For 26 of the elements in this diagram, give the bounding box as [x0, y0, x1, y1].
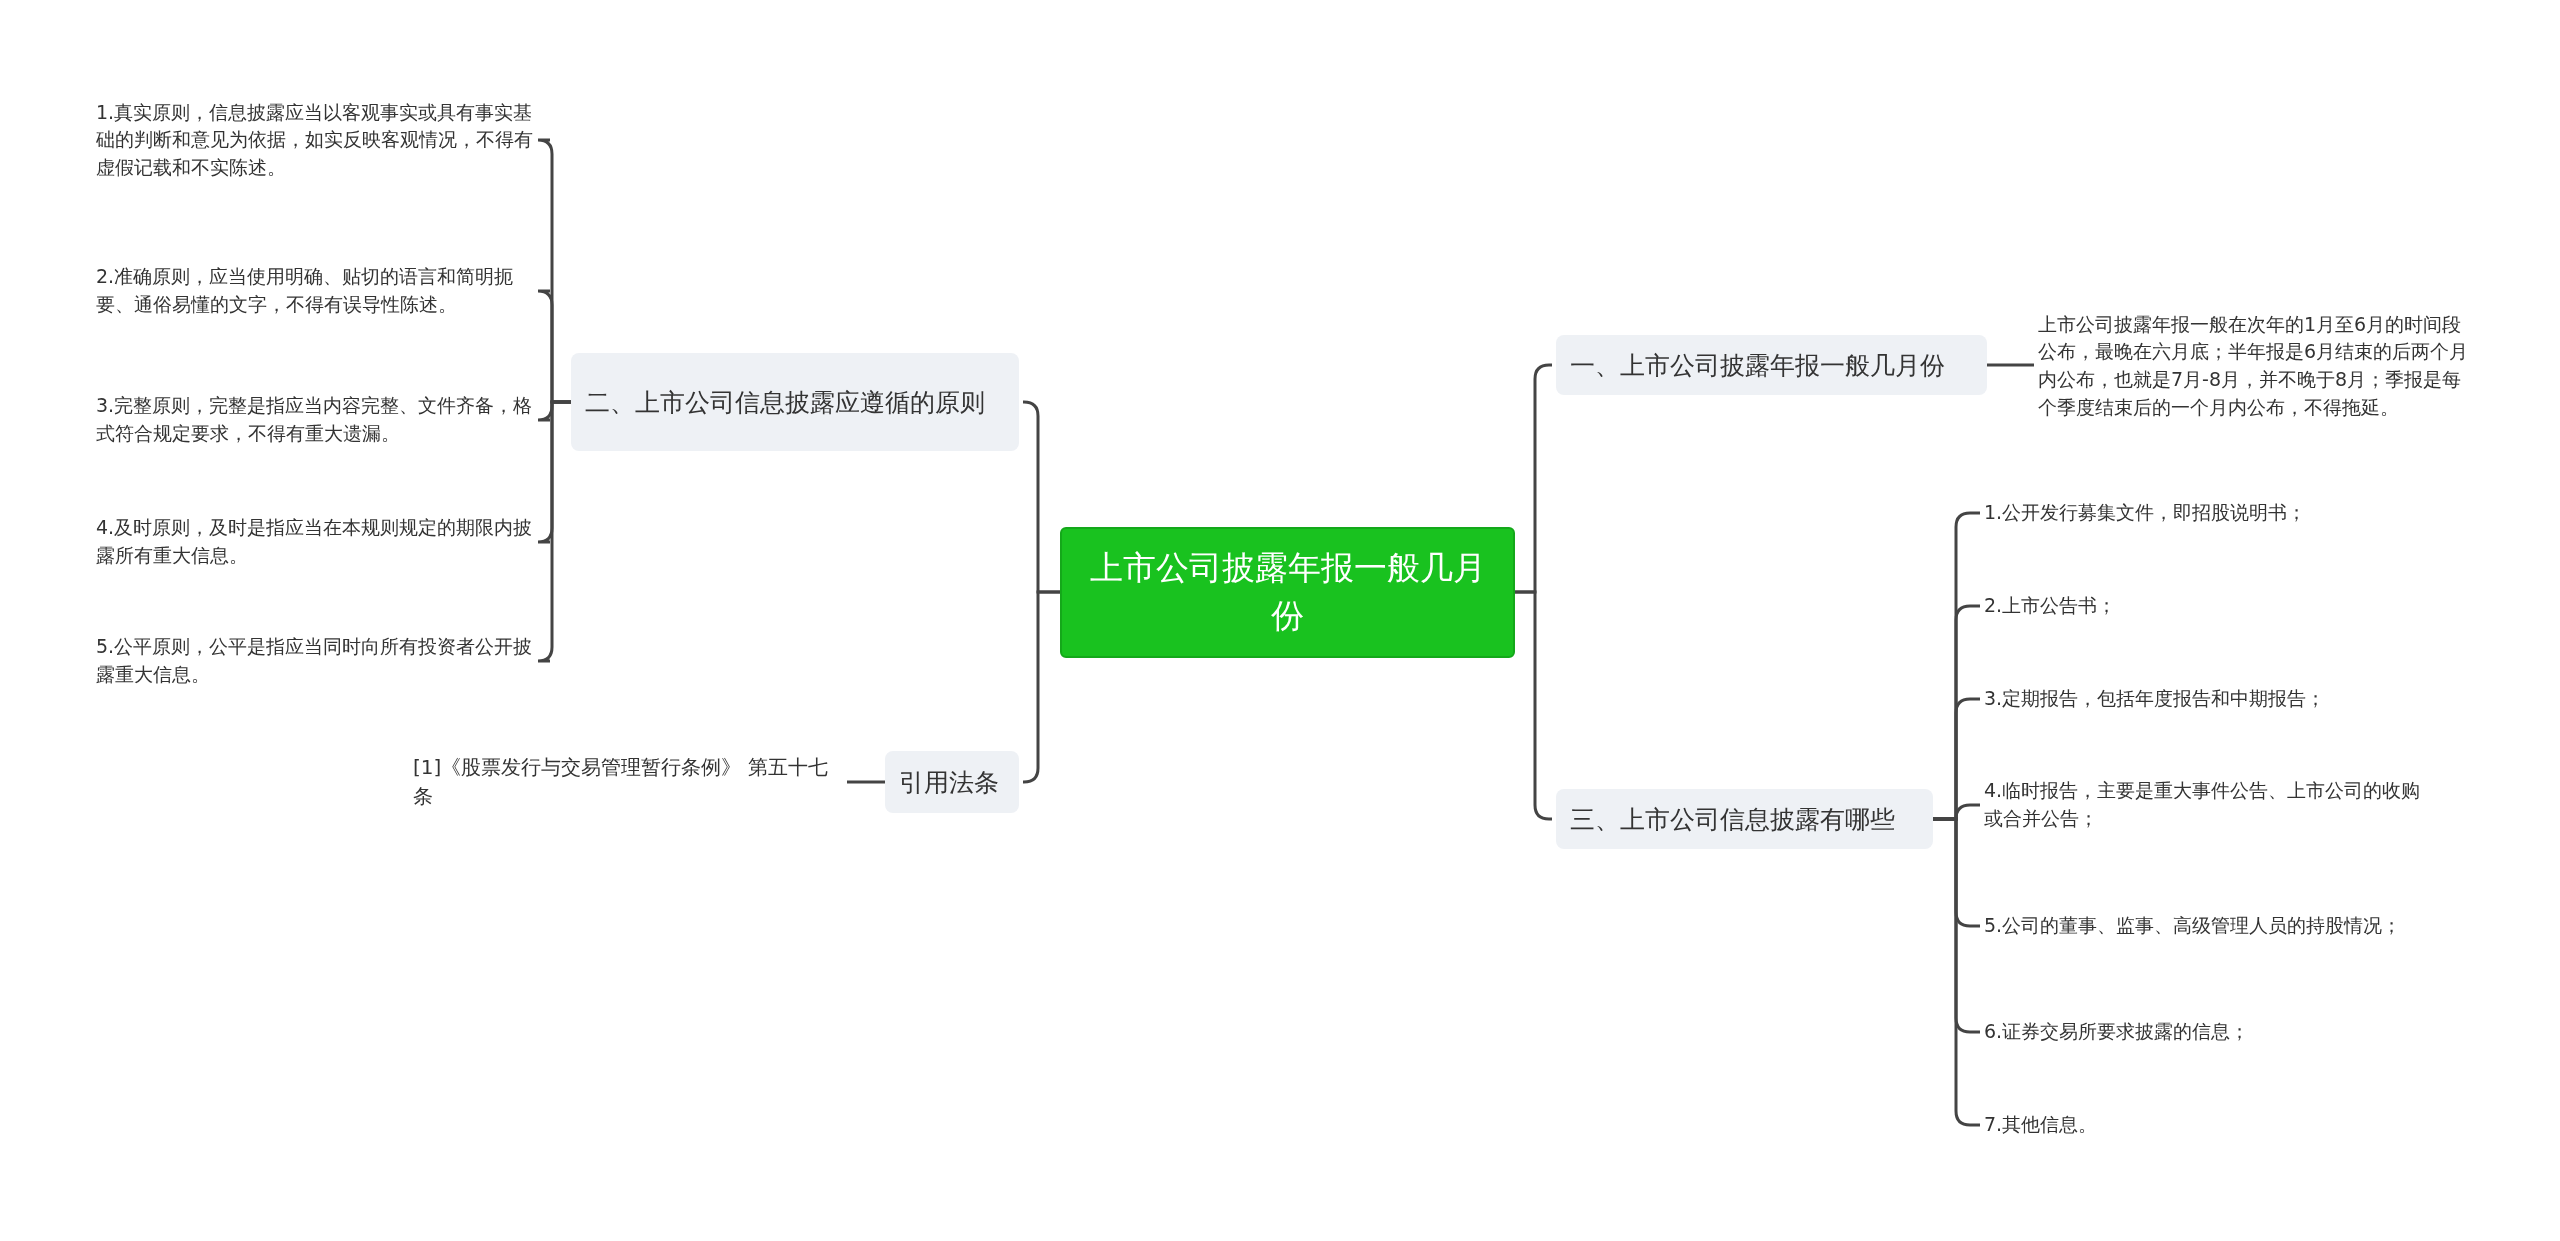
topic-label: 三、上市公司信息披露有哪些 — [1570, 803, 1895, 836]
topic-text: 2.准确原则，应当使用明确、贴切的语言和简明扼要、通俗易懂的文字，不得有误导性陈述。 — [96, 264, 515, 317]
topic-box — [885, 751, 1019, 813]
topic-text: 4.临时报告，主要是重大事件公告、上市公司的收购或合并公告； — [1984, 778, 2422, 831]
topic-text: 2.上市公告书； — [1984, 593, 2117, 619]
topic-box — [1556, 335, 1987, 395]
topic-label: 上市公司披露年报一般几月份 — [1088, 547, 1487, 637]
topic-text: 7.其他信息。 — [1984, 1112, 2098, 1138]
topic-text: [1]《股票发行与交易管理暂行条例》 第五十七条 — [413, 754, 829, 810]
topic-text: 6.证券交易所要求披露的信息； — [1984, 1019, 2250, 1045]
connector-line — [1987, 363, 2034, 367]
central-topic-box — [1060, 526, 1515, 658]
connector-line — [847, 780, 885, 784]
topic-text: 3.完整原则，完整是指应当内容完整、文件齐备，格式符合规定要求，不得有重大遗漏。 — [96, 393, 534, 446]
topic-label: 二、上市公司信息披露应遵循的原则 — [585, 386, 985, 419]
topic-box — [1556, 789, 1933, 849]
topic-box — [571, 353, 1019, 451]
topic-text: 3.定期报告，包括年度报告和中期报告； — [1984, 686, 2326, 712]
topic-text: 5.公司的董事、监事、高级管理人员的持股情况； — [1984, 913, 2402, 939]
topic-label: 一、上市公司披露年报一般几月份 — [1570, 349, 1945, 382]
topic-label: 引用法条 — [899, 766, 999, 799]
topic-text: 1.真实原则，信息披露应当以客观事实或具有事实基础的判断和意见为依据，如实反映客观情况，不得有虚假记载和不实陈述。 — [96, 99, 534, 180]
topic-text: 5.公平原则，公平是指应当同时向所有投资者公开披露重大信息。 — [96, 634, 534, 687]
topic-text: 上市公司披露年报一般在次年的1月至6月的时间段公布，最晚在六月底；半年报是6月结束的后两个月内公布，也就是7月-8月，并不晚于8月；季报是每个季度结束后的一个月内公布，不得拖延。 — [2038, 311, 2470, 420]
topic-text: 1.公开发行募集文件，即招股说明书； — [1984, 500, 2307, 526]
topic-text: 4.及时原则，及时是指应当在本规则规定的期限内披露所有重大信息。 — [96, 515, 534, 568]
